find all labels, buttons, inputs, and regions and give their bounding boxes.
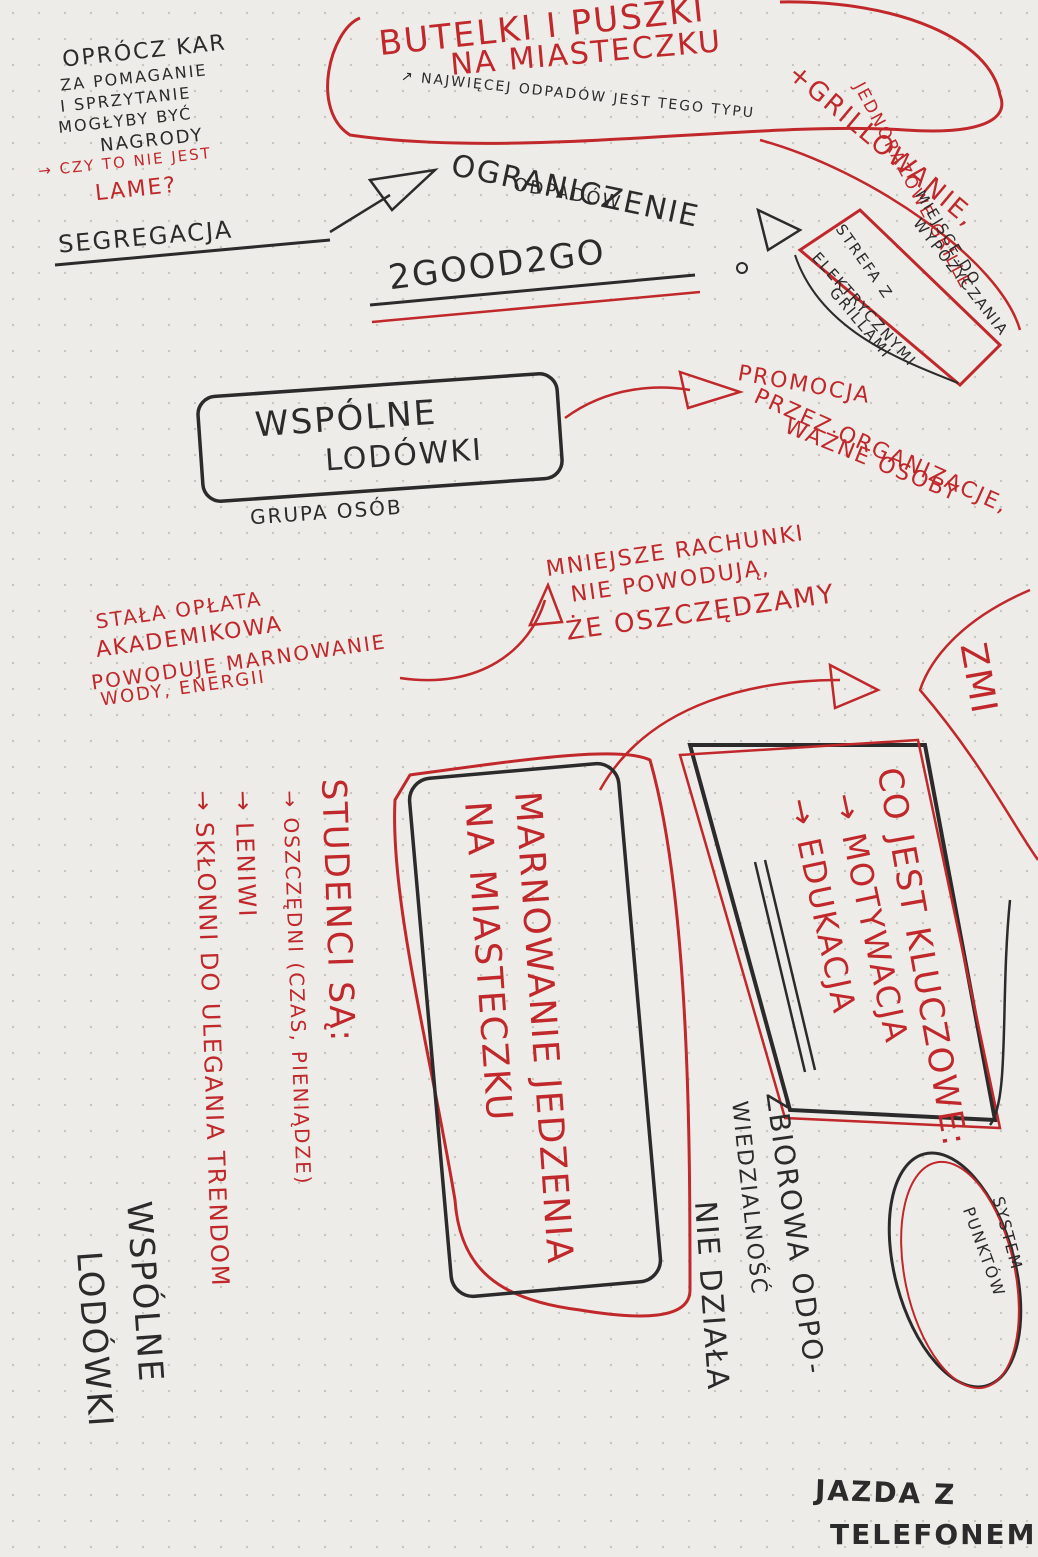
wspolne-box: [196, 372, 564, 503]
note-jazda-2: TELEFONEM: [830, 1518, 1037, 1551]
arrow-segregacja: [329, 193, 391, 234]
marnowanie-box-red: [393, 752, 692, 1318]
butelki-bubble: [326, 0, 1004, 145]
note-studenci: STUDENCI SĄ:: [313, 777, 363, 1044]
arrow-co-jest: [598, 678, 841, 791]
triangle-ograniczenie: [756, 207, 803, 252]
note-leniwi: → LENIWI: [229, 789, 262, 919]
2good-underline-red: [371, 290, 701, 324]
2good-underline-black: [369, 273, 696, 307]
arrowhead-segregacja: [367, 168, 439, 212]
segregacja-underline: [54, 238, 331, 267]
marnowanie-box-black: [407, 761, 663, 1299]
arrow-stala: [399, 599, 547, 682]
note-jazda-1: JAZDA Z: [814, 1473, 957, 1512]
dot: [736, 262, 748, 274]
right-region: [918, 588, 1038, 861]
arrow-promocja: [564, 386, 691, 420]
strefa-box: [797, 208, 1003, 388]
red-arc-right: [759, 138, 1022, 331]
